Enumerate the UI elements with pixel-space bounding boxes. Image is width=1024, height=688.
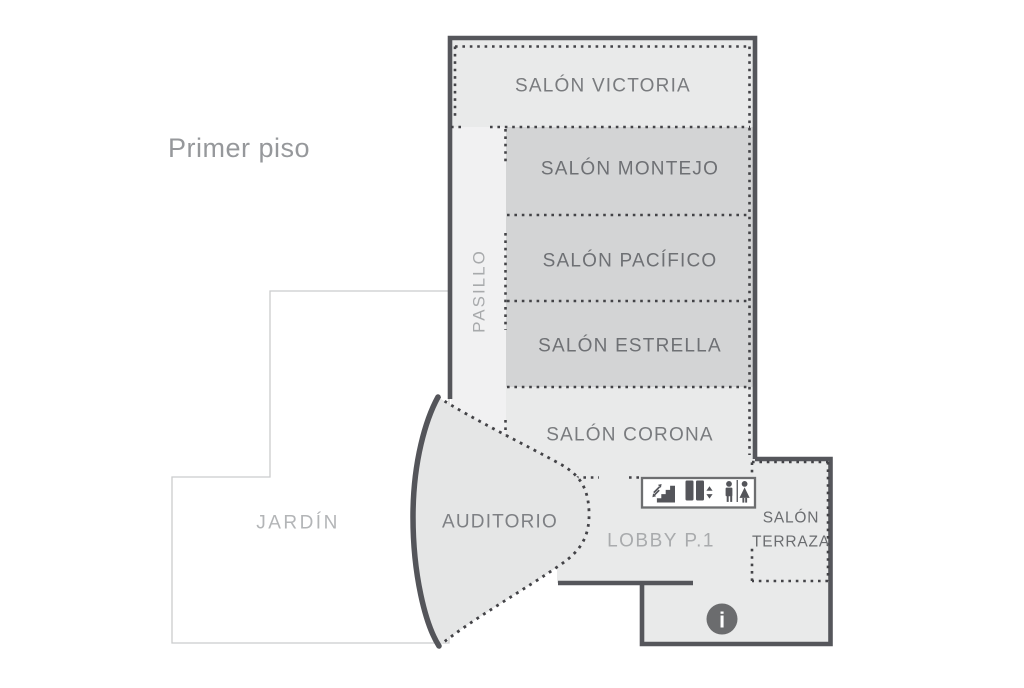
info-glyph: i	[719, 608, 725, 633]
salon-montejo-label: SALÓN MONTEJO	[541, 158, 719, 180]
stairs-icon	[652, 484, 676, 503]
salon-terraza-label-line2: TERRAZA	[752, 534, 830, 551]
terraza-entrance-wall	[639, 456, 833, 647]
salon-terraza-area	[752, 459, 831, 583]
terraza-dotted-outline	[750, 460, 830, 583]
dotted-partitions	[451, 45, 830, 583]
auditorio-shape	[410, 394, 591, 649]
salon-pacifico-area	[506, 215, 755, 301]
salon-pacifico-label: SALÓN PACÍFICO	[543, 250, 718, 272]
salon-corona-label: SALÓN CORONA	[546, 424, 714, 446]
salon-estrella-label: SALÓN ESTRELLA	[538, 335, 722, 357]
salon-terraza-label-line1: SALÓN	[763, 510, 820, 527]
auditorio-label: AUDITORIO	[442, 512, 558, 533]
salon-estrella-area	[506, 301, 755, 387]
lobby-label: LOBBY P.1	[607, 531, 715, 552]
auditorio-area	[413, 397, 590, 646]
salon-victoria-label: SALÓN VICTORIA	[515, 75, 691, 97]
pasillo-label: PASILLO	[470, 249, 489, 333]
auditorio-stage-wall	[410, 394, 442, 649]
building-walls	[447, 35, 833, 647]
salon-terraza-label: SALÓN TERRAZA	[752, 510, 830, 551]
salon-montejo-area	[506, 127, 755, 215]
jardin-label: JARDÍN	[256, 513, 340, 534]
auditorio-dotted-edge	[437, 395, 591, 648]
restrooms-icon	[725, 480, 750, 503]
salon-victoria-area	[451, 38, 755, 127]
info-icon: i	[706, 603, 738, 635]
elevator-icon	[685, 480, 713, 501]
main-block-wall	[447, 35, 758, 459]
page-title: Primer piso	[168, 133, 310, 163]
facilities-bar	[640, 476, 757, 509]
